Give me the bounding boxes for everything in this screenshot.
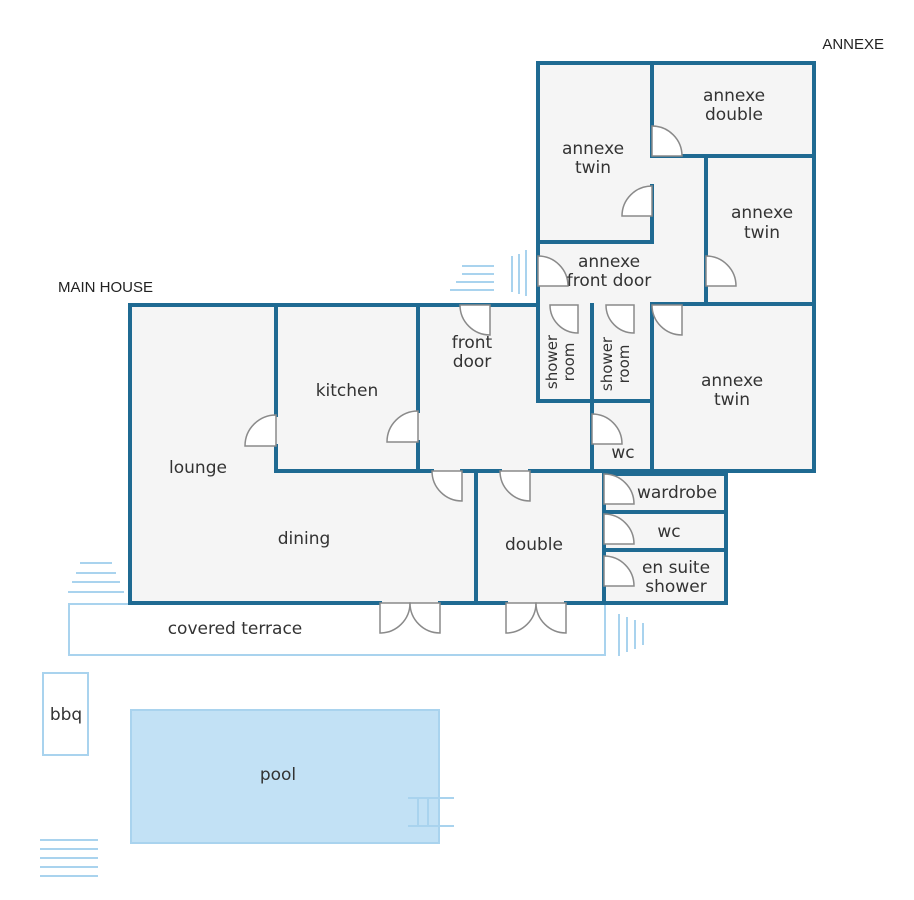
- shower-room-2-label-line2: room: [615, 345, 633, 384]
- annexe-double-label-line2: double: [705, 105, 763, 125]
- steps-terrace-left: [68, 562, 124, 593]
- annexe-twin-2-label-line1: annexe: [731, 203, 793, 223]
- front-door-label-line2: door: [453, 352, 492, 372]
- double-label: double: [505, 535, 563, 555]
- shower-room-2-label-line1: shower: [598, 336, 616, 391]
- pool-ladder: [408, 797, 454, 827]
- en-suite-label-line2: shower: [645, 577, 706, 597]
- shower-room-1-label-line2: room: [560, 343, 578, 382]
- pool: [130, 709, 440, 844]
- en-suite-label-line1: en suite: [642, 558, 710, 578]
- annexe-twin-1-label-line1: annexe: [562, 139, 624, 159]
- covered-terrace-outline: [68, 603, 606, 656]
- annexe-twin-3-label-line1: annexe: [701, 371, 763, 391]
- bbq-label: bbq: [50, 705, 82, 725]
- steps-pool: [40, 839, 98, 877]
- lounge-label: lounge: [169, 458, 227, 478]
- wc-2-label: wc: [657, 522, 680, 542]
- wc-1-label: wc: [611, 443, 634, 463]
- wardrobe-label: wardrobe: [637, 483, 717, 503]
- pool-label: pool: [260, 765, 296, 785]
- annexe-twin-2-label-line2: twin: [744, 223, 780, 243]
- annexe-twin-1-label-line2: twin: [575, 158, 611, 178]
- front-door-label-line1: front: [452, 333, 493, 353]
- steps-annexe: [450, 250, 527, 296]
- annexe-double-label-line1: annexe: [703, 86, 765, 106]
- annexe-front-door-label-line1: annexe: [578, 252, 640, 272]
- steps-terrace-right: [618, 614, 644, 656]
- covered-terrace-label: covered terrace: [168, 619, 303, 639]
- bbq: [42, 672, 89, 756]
- dining-label: dining: [278, 529, 331, 549]
- main-house-caption: MAIN HOUSE: [58, 279, 153, 296]
- kitchen-label: kitchen: [316, 381, 379, 401]
- doors: [244, 125, 737, 634]
- annexe-caption: ANNEXE: [822, 36, 884, 53]
- shower-room-1-label-line1: shower: [543, 334, 561, 389]
- annexe-front-door-label-line2: front door: [567, 271, 651, 291]
- annexe-twin-3-label-line2: twin: [714, 390, 750, 410]
